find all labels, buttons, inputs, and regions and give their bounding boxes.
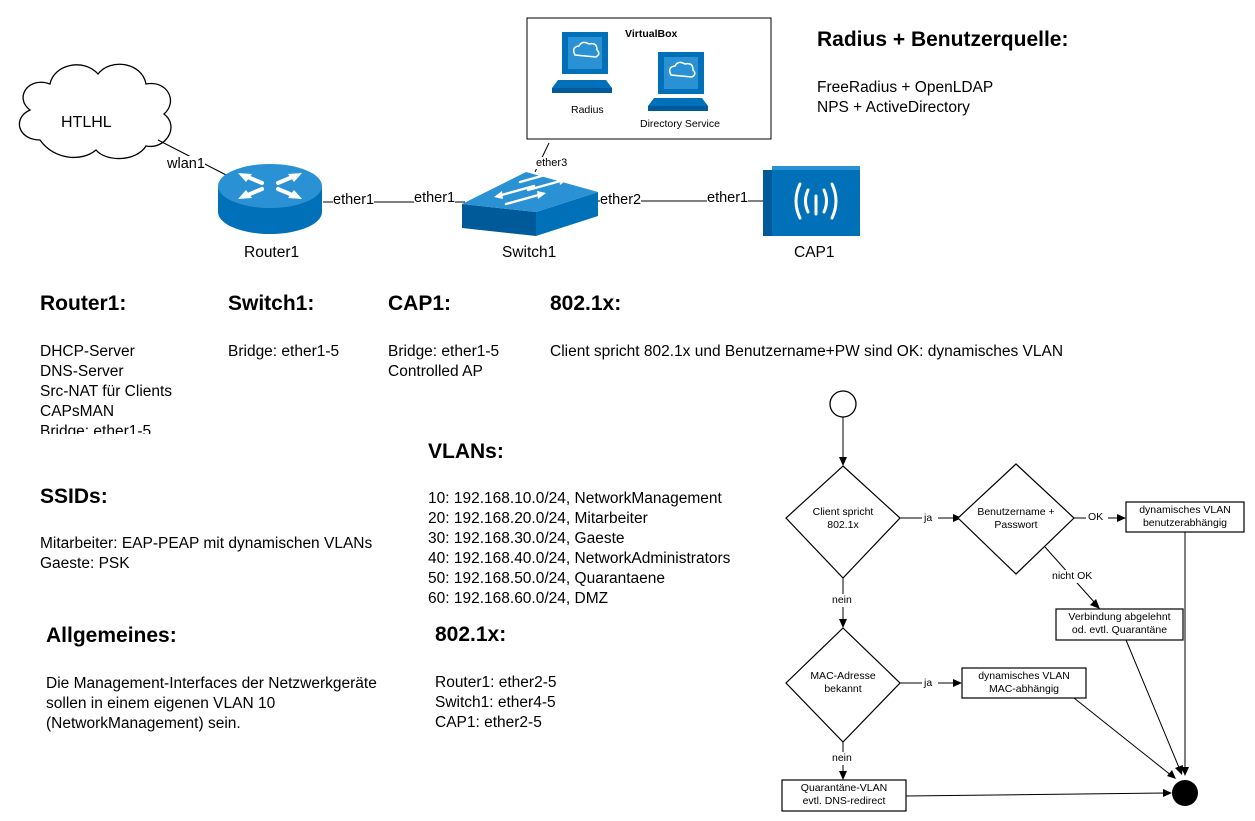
flow-end [1172,780,1198,806]
switch-line: Bridge: ether1-5 [228,343,340,360]
wlan-label: wlan1 [167,156,205,172]
dot1x-ports-line: Switch1: ether4-5 [435,694,556,711]
radius-line: NPS + ActiveDirectory [817,99,970,116]
switch-heading: Switch1: [228,292,315,315]
switch-port-left-label: ether1 [414,190,456,206]
box-quarantine-text: Quarantäne-VLAN evtl. DNS-redirect [782,782,906,808]
flow-start [829,390,857,418]
edge-label-nicht-ok: nicht OK [1052,570,1093,582]
cap-line: Controlled AP [388,363,483,380]
cloud-icon [18,63,172,160]
router-line: DNS-Server [40,363,124,380]
decision-mac-text: MAC-Adresse bekannt [793,670,893,696]
dot1x-heading: 802.1x: [550,292,622,315]
box-line: MAC-abhängig [988,683,1060,695]
general-heading: Allgemeines: [46,624,177,647]
general-line: (NetworkManagement) sein. [46,715,241,732]
switch-lines: Bridge: ether1-5 [228,342,339,362]
cap-line: Bridge: ether1-5 [388,343,500,360]
box-line: Verbindung abgelehnt [1068,611,1171,623]
radius-heading: Radius + Benutzerquelle: [817,28,1069,51]
router-heading: Router1: [40,292,127,315]
decision-dot1x-line: 802.1x [827,519,859,531]
general-line: Die Management-Interfaces der Netzwerkge… [46,675,377,692]
virtualbox-title: VirtualBox [625,28,678,40]
dot1x-ports-line: CAP1: ether2-5 [435,714,542,731]
box-dynamic-vlan-mac [961,667,1087,699]
dot1x-ports-heading: 802.1x: [435,623,507,646]
router-line: Src-NAT für Clients [40,383,173,400]
radius-line: FreeRadius + OpenLDAP [817,79,994,96]
vlan-line: 40: 192.168.40.0/24, NetworkAdministrato… [428,550,731,567]
ssid-heading: SSIDs: [40,485,108,508]
directory-server-icon [648,52,708,111]
switch-label: Switch1 [502,244,557,261]
vlan-line: 30: 192.168.30.0/24, Gaeste [428,530,625,547]
cap-label: CAP1 [794,244,835,261]
box-rejected-text: Verbindung abgelehnt od. evtl. Quarantän… [1056,611,1183,637]
router-line: CAPsMAN [40,403,115,420]
decision-dot1x [785,465,901,579]
edge-label-ja: ja [924,512,933,524]
router-port-label: ether1 [333,192,375,208]
router-lines: DHCP-Server DNS-Server Src-NAT für Clien… [40,342,172,434]
box-dynamic-vlan-user-text: dynamisches VLAN benutzerabhängig [1126,504,1244,530]
box-line: dynamisches VLAN [978,670,1070,682]
radius-lines: FreeRadius + OpenLDAP NPS + ActiveDirect… [817,78,993,118]
access-point-icon [763,166,860,236]
cap-heading: CAP1: [388,292,452,315]
switch-port-top-label: ether3 [536,157,568,169]
router-line: Bridge: ether1-5 [40,423,152,434]
decision-mac-line: bekannt [824,683,862,695]
cap-lines: Bridge: ether1-5 Controlled AP [388,342,499,382]
radius-label: Radius [571,104,604,116]
box-line: Quarantäne-VLAN [800,782,888,794]
cap-port-label: ether1 [707,190,749,206]
general-line: sollen in einem eigenen VLAN 10 [46,695,276,712]
dot1x-ports-lines: Router1: ether2-5 Switch1: ether4-5 CAP1… [435,673,557,733]
decision-credentials-text: Benutzername + Passwort [966,506,1066,532]
cloud-label: HTLHL [61,114,112,131]
router-label: Router1 [244,244,300,261]
vlan-line: 20: 192.168.20.0/24, Mitarbeiter [428,510,648,527]
edge-label-nein: nein [832,752,852,764]
edge-label-ja: ja [924,677,933,689]
switch-port-right-label: ether2 [600,192,642,208]
vlan-line: 50: 192.168.50.0/24, Quarantaene [428,570,666,587]
switch-icon [462,169,598,236]
ssid-line: Gaeste: PSK [40,555,130,572]
directory-label: Directory Service [640,118,720,130]
decision-credentials [957,463,1075,575]
box-quarantine [781,779,907,812]
box-line: benutzerabhängig [1142,517,1228,529]
vlan-line: 60: 192.168.60.0/24, DMZ [428,590,609,607]
ssid-line: Mitarbeiter: EAP-PEAP mit dynamischen VL… [40,535,373,552]
decision-dot1x-line: Client spricht [812,506,874,518]
decision-mac [785,627,901,743]
ssid-lines: Mitarbeiter: EAP-PEAP mit dynamischen VL… [40,534,372,574]
box-rejected [1055,608,1184,641]
box-line: dynamisches VLAN [1139,504,1231,516]
decision-credentials-line: Passwort [994,519,1038,531]
router-line: DHCP-Server [40,343,135,360]
radius-server-icon [552,32,612,93]
router-icon [218,164,322,234]
dot1x-text: Client spricht 802.1x und Benutzername+P… [550,343,1064,360]
box-line: evtl. DNS-redirect [802,795,886,807]
dot1x-ports-line: Router1: ether2-5 [435,674,557,691]
vlan-heading: VLANs: [428,440,504,463]
vlan-lines: 10: 192.168.10.0/24, NetworkManagement 2… [428,489,730,609]
decision-credentials-line: Benutzername + [977,506,1055,518]
decision-dot1x-text: Client spricht 802.1x [793,506,893,532]
vlan-line: 10: 192.168.10.0/24, NetworkManagement [428,490,722,507]
decision-mac-line: MAC-Adresse [810,670,876,682]
box-dynamic-vlan-mac-text: dynamisches VLAN MAC-abhängig [962,670,1086,696]
box-dynamic-vlan-user [1125,501,1245,533]
edge-label-ok: OK [1088,511,1104,523]
box-line: od. evtl. Quarantäne [1071,624,1168,636]
general-lines: Die Management-Interfaces der Netzwerkge… [46,674,377,734]
edge-label-nein: nein [832,594,852,606]
